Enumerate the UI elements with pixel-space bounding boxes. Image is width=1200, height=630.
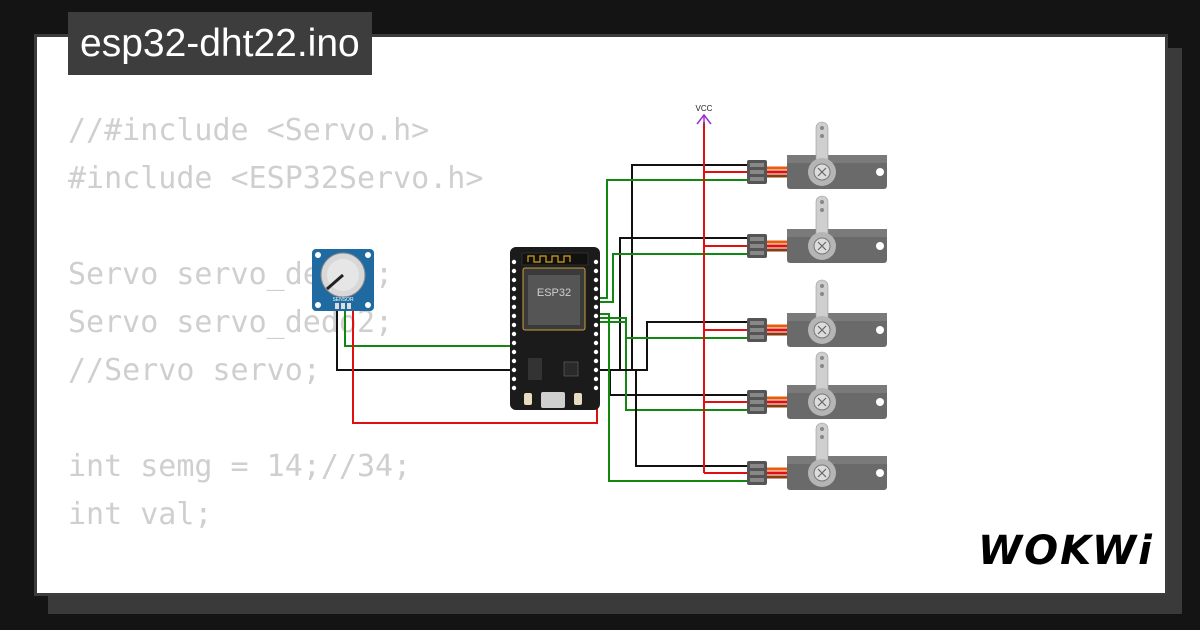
wokwi-logo: WOKWi [978,528,1154,574]
code-line: //Servo servo; [68,353,321,388]
esp32-label: ESP32 [537,287,571,299]
esp32-board[interactable]: ESP32 [510,247,600,410]
wire-green [344,310,512,347]
servo-motor[interactable] [747,195,887,263]
wire-green [600,317,748,411]
wire-green [600,179,748,299]
wire-black [600,369,748,396]
pot-label: SENSOR [332,297,354,303]
code-line: #include <ESP32Servo.h> [68,161,484,196]
wire-black [600,164,748,371]
servo-motor[interactable] [747,351,887,419]
servo-motor[interactable] [747,422,887,490]
code-line: //#include <Servo.h> [68,113,430,148]
servo-motor[interactable] [747,279,887,347]
code-line: int semg = 14;//34; [68,449,412,484]
wire-black [336,310,512,371]
wire-green [600,313,748,482]
wire-green [600,253,748,303]
potentiometer[interactable]: SENSOR [312,249,374,311]
servo-motor[interactable] [747,121,887,189]
vcc-label: VCC [696,104,713,113]
wire-black [600,369,748,467]
wire-black [600,237,748,371]
code-line: int val; [68,497,213,532]
project-title: esp32-dht22.ino [68,12,372,75]
vcc-symbol[interactable]: VCC [696,104,713,125]
